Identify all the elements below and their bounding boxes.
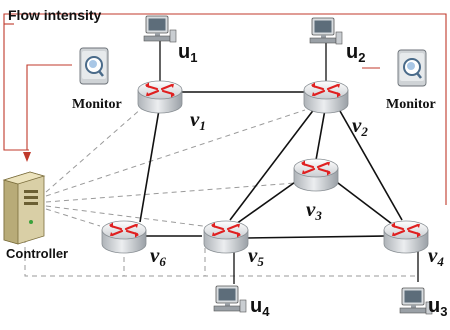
flow-intensity-lines (3, 13, 447, 205)
router-v4 (382, 219, 430, 255)
monitor-left-label: Monitor (72, 97, 122, 112)
user-label-u4: u4 (250, 295, 270, 319)
user-label-u2: u2 (346, 41, 365, 65)
node-label-v3: v3 (306, 197, 322, 223)
router-v3 (292, 157, 340, 193)
flow-line-monitor-left (26, 64, 72, 150)
control-line-v1 (45, 107, 143, 193)
pc-u2-icon (309, 17, 343, 45)
link-v3-v4 (333, 179, 393, 225)
controller-server-icon (2, 171, 46, 245)
node-label-v2: v2 (352, 113, 368, 139)
pc-u1-icon (143, 15, 177, 43)
controller-label: Controller (6, 246, 68, 261)
host-links (159, 38, 419, 284)
link-v5-v4 (245, 235, 385, 239)
link-v2-v4 (335, 103, 403, 221)
arrow-to-controller (23, 152, 31, 162)
router-v2 (302, 79, 350, 115)
flow-line-controller (3, 24, 29, 151)
monitor-right-label: Monitor (386, 97, 436, 112)
router-v5 (202, 219, 250, 255)
node-label-v1: v1 (190, 107, 206, 133)
monitor-left-icon (78, 46, 110, 86)
router-v6 (100, 219, 148, 255)
diagram-title: Flow intensity (8, 7, 102, 23)
router-v1 (136, 79, 184, 115)
control-line-v2 (45, 109, 306, 197)
monitor-right-icon (396, 48, 428, 88)
user-label-u1: u1 (178, 41, 197, 65)
node-label-v5: v5 (248, 243, 264, 269)
network-links (139, 91, 403, 239)
control-line-v3 (45, 182, 296, 203)
flow-line-outer (3, 13, 447, 205)
link-v2-v5 (229, 103, 319, 221)
node-label-v6: v6 (150, 243, 166, 269)
pc-u4-icon (213, 285, 247, 313)
user-label-u3: u3 (428, 295, 447, 319)
control-line-v6 (45, 208, 101, 227)
link-v1-v6 (139, 103, 161, 223)
node-label-v4: v4 (428, 243, 444, 269)
link-v3-v5 (235, 179, 299, 225)
